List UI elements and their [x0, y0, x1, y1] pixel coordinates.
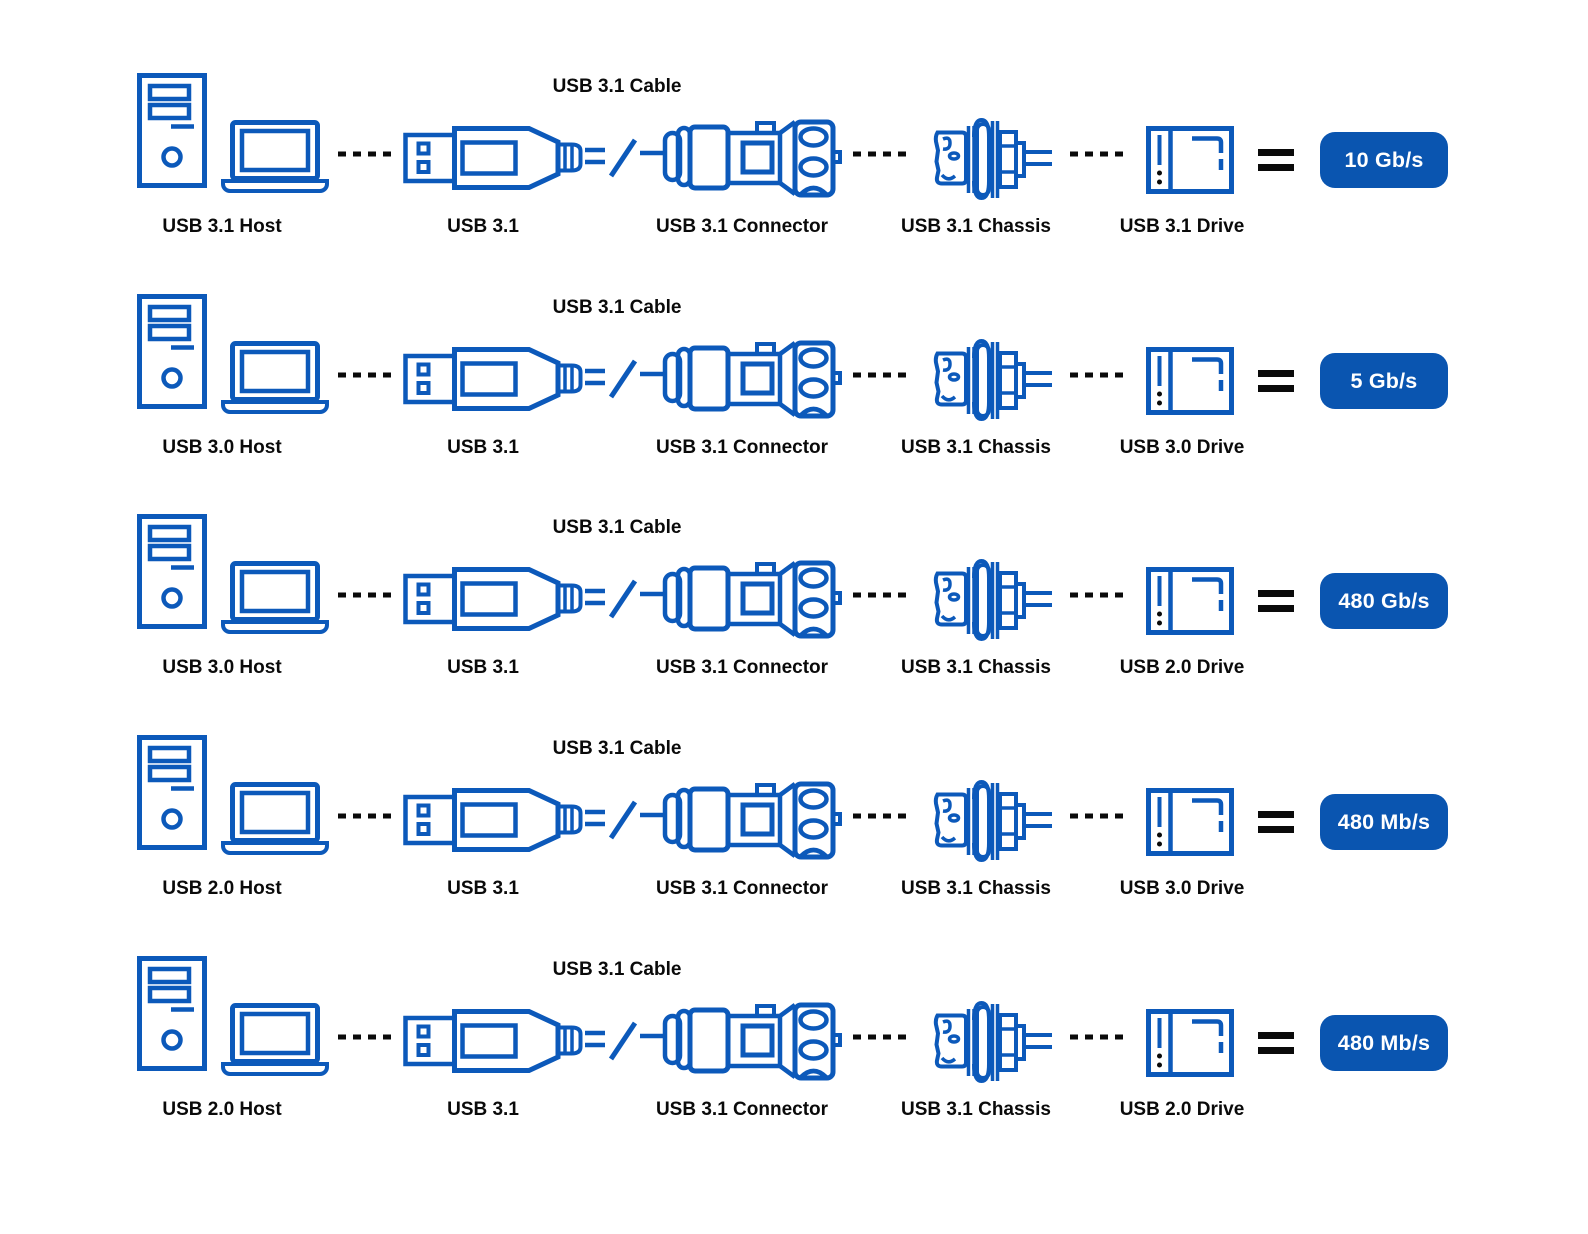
dashed-link-icon — [1070, 591, 1124, 599]
usb-plug-icon — [403, 126, 585, 190]
drive-icon — [1146, 347, 1234, 415]
equals-sign — [1258, 590, 1294, 612]
dashed-link-icon — [853, 591, 907, 599]
equals-sign — [1258, 149, 1294, 171]
desktop-tower-icon — [137, 73, 207, 188]
connector-label: USB 3.1 Connector — [655, 657, 829, 678]
speed-badge: 480 Gb/s — [1320, 573, 1448, 629]
equals-sign — [1258, 1032, 1294, 1054]
compat-row-4: USB 3.1 Cable 480 Mb/s USB 2.0 Host USB … — [0, 712, 1588, 933]
compat-row-1: USB 3.1 Cable 10 Gb/s USB 3.1 Host USB 3… — [0, 50, 1588, 271]
drive-icon — [1146, 788, 1234, 856]
speed-badge: 5 Gb/s — [1320, 353, 1448, 409]
usb-plug-icon — [403, 347, 585, 411]
host-label: USB 3.0 Host — [162, 657, 282, 678]
usb-chassis-icon — [933, 339, 1054, 421]
cable-break-icon — [585, 798, 663, 842]
cable-break-icon — [585, 357, 663, 401]
cable-break-icon — [585, 577, 663, 621]
dashed-link-icon — [1070, 371, 1124, 379]
laptop-icon — [220, 341, 330, 413]
connector-label: USB 3.1 Connector — [655, 437, 829, 458]
laptop-icon — [220, 1003, 330, 1075]
desktop-tower-icon — [137, 514, 207, 629]
usb-connector-icon — [662, 995, 842, 1087]
plug-label: USB 3.1 — [447, 1099, 519, 1120]
cable-label: USB 3.1 Cable — [552, 959, 682, 980]
drive-label: USB 2.0 Drive — [1119, 1099, 1245, 1120]
usb-connector-icon — [662, 333, 842, 425]
desktop-tower-icon — [137, 956, 207, 1071]
usb-chassis-icon — [933, 559, 1054, 641]
cable-label: USB 3.1 Cable — [552, 76, 682, 97]
dashed-link-icon — [1070, 1033, 1124, 1041]
chassis-label: USB 3.1 Chassis — [901, 878, 1051, 899]
dashed-link-icon — [338, 1033, 392, 1041]
host-label: USB 2.0 Host — [162, 878, 282, 899]
laptop-icon — [220, 782, 330, 854]
chassis-label: USB 3.1 Chassis — [901, 216, 1051, 237]
drive-label: USB 2.0 Drive — [1119, 657, 1245, 678]
speed-badge: 480 Mb/s — [1320, 794, 1448, 850]
cable-break-icon — [585, 1019, 663, 1063]
cable-break-icon — [585, 136, 663, 180]
cable-label: USB 3.1 Cable — [552, 738, 682, 759]
plug-label: USB 3.1 — [447, 216, 519, 237]
plug-label: USB 3.1 — [447, 437, 519, 458]
drive-label: USB 3.0 Drive — [1119, 437, 1245, 458]
drive-icon — [1146, 1009, 1234, 1077]
plug-label: USB 3.1 — [447, 657, 519, 678]
desktop-tower-icon — [137, 294, 207, 409]
speed-badge: 480 Mb/s — [1320, 1015, 1448, 1071]
chassis-label: USB 3.1 Chassis — [901, 1099, 1051, 1120]
speed-badge: 10 Gb/s — [1320, 132, 1448, 188]
laptop-icon — [220, 561, 330, 633]
usb-chassis-icon — [933, 1001, 1054, 1083]
usb-chassis-icon — [933, 780, 1054, 862]
compat-row-5: USB 3.1 Cable 480 Mb/s USB 2.0 Host USB … — [0, 933, 1588, 1154]
desktop-tower-icon — [137, 735, 207, 850]
chassis-label: USB 3.1 Chassis — [901, 657, 1051, 678]
dashed-link-icon — [1070, 812, 1124, 820]
plug-label: USB 3.1 — [447, 878, 519, 899]
dashed-link-icon — [338, 371, 392, 379]
cable-label: USB 3.1 Cable — [552, 297, 682, 318]
dashed-link-icon — [338, 150, 392, 158]
usb-plug-icon — [403, 1009, 585, 1073]
chassis-label: USB 3.1 Chassis — [901, 437, 1051, 458]
equals-sign — [1258, 370, 1294, 392]
host-label: USB 3.1 Host — [162, 216, 282, 237]
dashed-link-icon — [338, 812, 392, 820]
cable-label: USB 3.1 Cable — [552, 517, 682, 538]
connector-label: USB 3.1 Connector — [655, 878, 829, 899]
laptop-icon — [220, 120, 330, 192]
usb-chassis-icon — [933, 118, 1054, 200]
usb-connector-icon — [662, 553, 842, 645]
dashed-link-icon — [853, 812, 907, 820]
drive-icon — [1146, 126, 1234, 194]
connector-label: USB 3.1 Connector — [655, 1099, 829, 1120]
drive-label: USB 3.1 Drive — [1119, 216, 1245, 237]
dashed-link-icon — [338, 591, 392, 599]
dashed-link-icon — [853, 1033, 907, 1041]
dashed-link-icon — [853, 150, 907, 158]
equals-sign — [1258, 811, 1294, 833]
dashed-link-icon — [1070, 150, 1124, 158]
usb-plug-icon — [403, 788, 585, 852]
usb-connector-icon — [662, 774, 842, 866]
compat-row-3: USB 3.1 Cable 480 Gb/s USB 3.0 Host USB … — [0, 491, 1588, 712]
host-label: USB 3.0 Host — [162, 437, 282, 458]
dashed-link-icon — [853, 371, 907, 379]
connector-label: USB 3.1 Connector — [655, 216, 829, 237]
drive-icon — [1146, 567, 1234, 635]
usb-plug-icon — [403, 567, 585, 631]
compat-row-2: USB 3.1 Cable 5 Gb/s USB 3.0 Host USB 3.… — [0, 271, 1588, 492]
host-label: USB 2.0 Host — [162, 1099, 282, 1120]
usb-connector-icon — [662, 112, 842, 204]
drive-label: USB 3.0 Drive — [1119, 878, 1245, 899]
